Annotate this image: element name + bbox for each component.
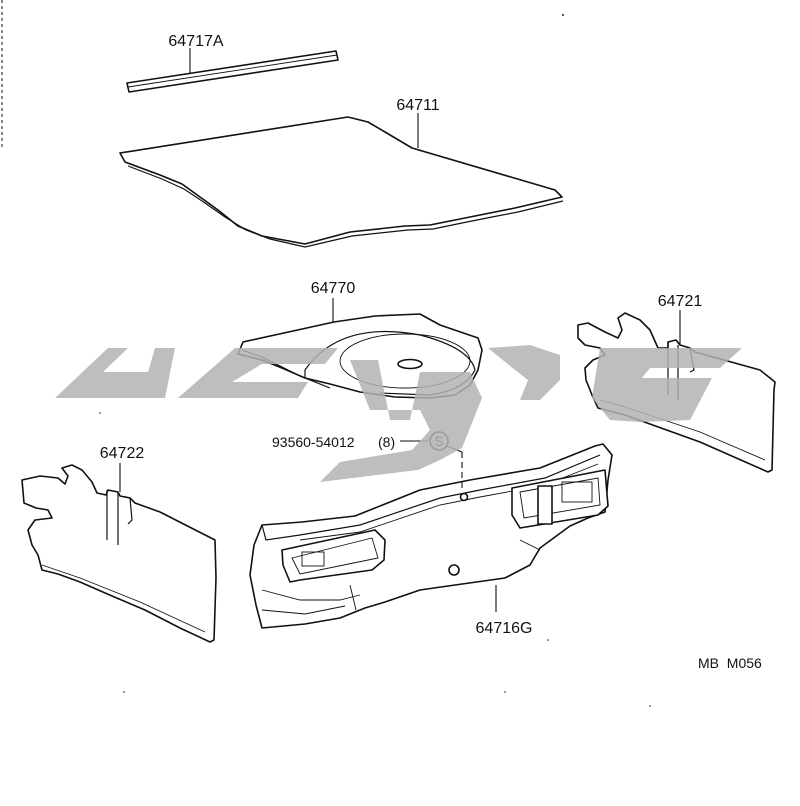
part-64717a <box>126 48 339 93</box>
part-64716g <box>249 443 613 629</box>
label-clip-qty: (8) <box>378 434 395 450</box>
part-64711 <box>119 113 564 248</box>
label-64721: 64721 <box>658 293 703 310</box>
label-64770: 64770 <box>311 280 356 297</box>
label-64717a: 64717A <box>168 33 223 50</box>
label-64722: 64722 <box>100 445 145 462</box>
watermark-logo <box>55 345 742 482</box>
label-64711: 64711 <box>396 97 439 114</box>
label-clip-number: 93560-54012 <box>272 434 355 450</box>
label-64716g: 64716G <box>476 620 533 637</box>
diagram-code: MB M056 <box>698 655 762 671</box>
part-64722 <box>21 463 217 643</box>
scan-specks <box>99 14 651 707</box>
